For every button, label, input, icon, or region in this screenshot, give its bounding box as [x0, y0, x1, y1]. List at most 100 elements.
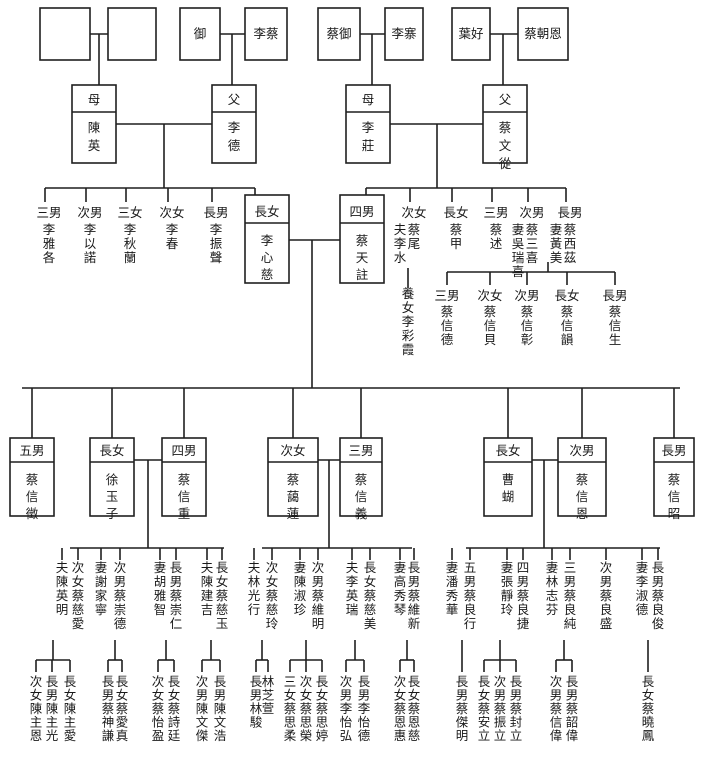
parent-box — [345, 84, 391, 164]
great-grandchild-name: 長男陳主光 — [46, 674, 59, 743]
great-grandchild-name: 次女陳主恩 — [30, 674, 43, 743]
child-rel: 次女 — [280, 443, 305, 458]
grandchild-name: 次女蔡慈愛 — [72, 560, 85, 631]
great-grandchild-name: 次男李怡弘 — [340, 674, 353, 743]
parent-role: 父 — [499, 92, 512, 107]
sibling-name: 蔡甲 — [450, 222, 463, 251]
grandparent-box — [317, 7, 361, 61]
grandchild-name: 夫林光行 — [248, 560, 261, 617]
great-grandchild-name: 次男蔡信偉 — [550, 674, 563, 743]
cousin-rel: 長女 — [554, 288, 579, 303]
sibling-rel: 次男 — [77, 205, 102, 220]
grandchild-name: 次男蔡良盛 — [600, 560, 613, 631]
sibling-rel: 三女 — [117, 205, 142, 220]
sibling-rel: 次女 — [401, 205, 426, 220]
grandchild-name: 妻高秀琴 — [394, 560, 407, 617]
cousin-name: 蔡信貝 — [484, 304, 497, 347]
grandchild-name: 長女蔡慈玉 — [216, 560, 229, 631]
sibling-rel: 長女 — [443, 205, 468, 220]
sibling-spouse: 妻吳瑞喜 — [512, 222, 525, 279]
grandchild-name: 妻陳淑珍 — [294, 560, 307, 617]
great-grandchild-name: 長男蔡封立 — [510, 674, 523, 743]
sibling-rel: 三男 — [483, 205, 508, 220]
parent-role: 母 — [88, 92, 101, 107]
grandchild-name: 次男蔡崇德 — [114, 560, 127, 631]
child-rel: 長女 — [99, 443, 124, 458]
great-grandchild-name: 次男蔡振立 — [494, 674, 507, 743]
great-grandchild-name: 長男李怡德 — [358, 674, 371, 743]
sibling-name: 李秋蘭 — [124, 222, 137, 265]
grandchild-name: 次男蔡維明 — [312, 560, 325, 631]
child-box — [653, 437, 695, 517]
sibling-child: 養女李彩霞 — [402, 286, 415, 357]
wife-rel: 長女 — [254, 204, 279, 219]
cousin-name: 蔡信生 — [609, 304, 622, 347]
grandparent-name: 葉好 — [458, 26, 483, 41]
husband-rel: 四男 — [349, 204, 374, 219]
wife-name: 李心慈 — [261, 233, 274, 282]
child-box — [483, 437, 533, 517]
great-grandchild-name: 長女蔡詩廷 — [168, 674, 181, 743]
cousin-name: 蔡信彰 — [521, 304, 534, 347]
grandparent-box — [39, 7, 91, 61]
child-rel: 五男 — [19, 443, 44, 458]
child-name: 蔡信徵 — [26, 472, 39, 521]
grandchild-name: 長男蔡崇仁 — [170, 560, 183, 631]
cousin-rel: 次女 — [477, 288, 502, 303]
husband-box — [339, 194, 385, 284]
great-grandchild-name: 長女陳主愛 — [64, 674, 77, 743]
grandchild-name: 妻胡雅智 — [154, 560, 167, 617]
grandchild-name: 長男蔡維新 — [408, 560, 421, 631]
child-name: 蔡信恩 — [576, 472, 589, 521]
grandchild-name: 次女蔡慈玲 — [266, 560, 279, 631]
grandchild-name: 四男蔡良捷 — [517, 560, 530, 631]
grandchild-name: 夫陳建吉 — [201, 560, 214, 617]
grandparent-box — [451, 7, 491, 61]
child-box — [9, 437, 55, 517]
child-box — [557, 437, 607, 517]
grandparent-name: 蔡御 — [326, 26, 351, 41]
sibling-rel: 次女 — [159, 205, 184, 220]
cousin-name: 蔡信德 — [441, 304, 454, 347]
cousin-rel: 次男 — [514, 288, 539, 303]
child-rel: 長男 — [661, 443, 686, 458]
grandchild-name: 夫李英瑞 — [346, 560, 359, 617]
grandchild-name: 妻潘秀華 — [446, 560, 459, 617]
grandchild-name: 三男蔡良純 — [564, 560, 577, 631]
sibling-name: 李春 — [166, 222, 179, 251]
great-grandchild-name: 長男蔡神謙 — [102, 674, 115, 743]
cousin-name: 蔡信韻 — [561, 304, 574, 347]
great-grandchild-name: 林芝萱 — [262, 674, 275, 716]
great-grandchild-name: 長男蔡傑明 — [456, 674, 469, 743]
grandparent-box — [179, 7, 221, 61]
sibling-name: 蔡三喜 — [526, 222, 539, 265]
great-grandchild-name: 次男陳文傑 — [196, 674, 209, 743]
great-grandchild-name: 三女蔡思柔 — [284, 674, 297, 743]
sibling-name: 李雅各 — [43, 222, 56, 265]
great-grandchild-name: 長女蔡思婷 — [316, 674, 329, 743]
child-name: 蔡信義 — [355, 472, 368, 521]
child-rel: 長女 — [495, 443, 520, 458]
child-name: 徐玉子 — [106, 472, 119, 521]
grandchild-name: 五男蔡良行 — [464, 560, 477, 631]
grandchild-name: 妻李淑德 — [636, 560, 649, 617]
grandchild-name: 長男蔡良俊 — [652, 560, 665, 631]
great-grandchild-name: 次女蔡恩惠 — [394, 674, 407, 743]
child-box — [339, 437, 383, 517]
grandchild-name: 夫陳英明 — [56, 560, 69, 617]
grandparent-box — [244, 7, 288, 61]
sibling-rel: 三男 — [36, 205, 61, 220]
child-name: 曹蝴 — [502, 472, 515, 504]
sibling-name: 李以諾 — [84, 222, 97, 265]
grandchild-name: 妻謝家寧 — [95, 560, 108, 617]
grandchild-name: 長女蔡慈美 — [364, 560, 377, 631]
great-grandchild-name: 次女蔡思榮 — [300, 674, 313, 743]
cousin-rel: 長男 — [602, 288, 627, 303]
child-box — [267, 437, 319, 517]
great-grandchild-name: 長女蔡曉鳳 — [642, 674, 655, 743]
great-grandchild-name: 長女蔡恩慈 — [408, 674, 421, 743]
great-grandchild-name: 長男陳文浩 — [214, 674, 227, 743]
parent-role: 母 — [362, 92, 375, 107]
sibling-rel: 長男 — [557, 205, 582, 220]
